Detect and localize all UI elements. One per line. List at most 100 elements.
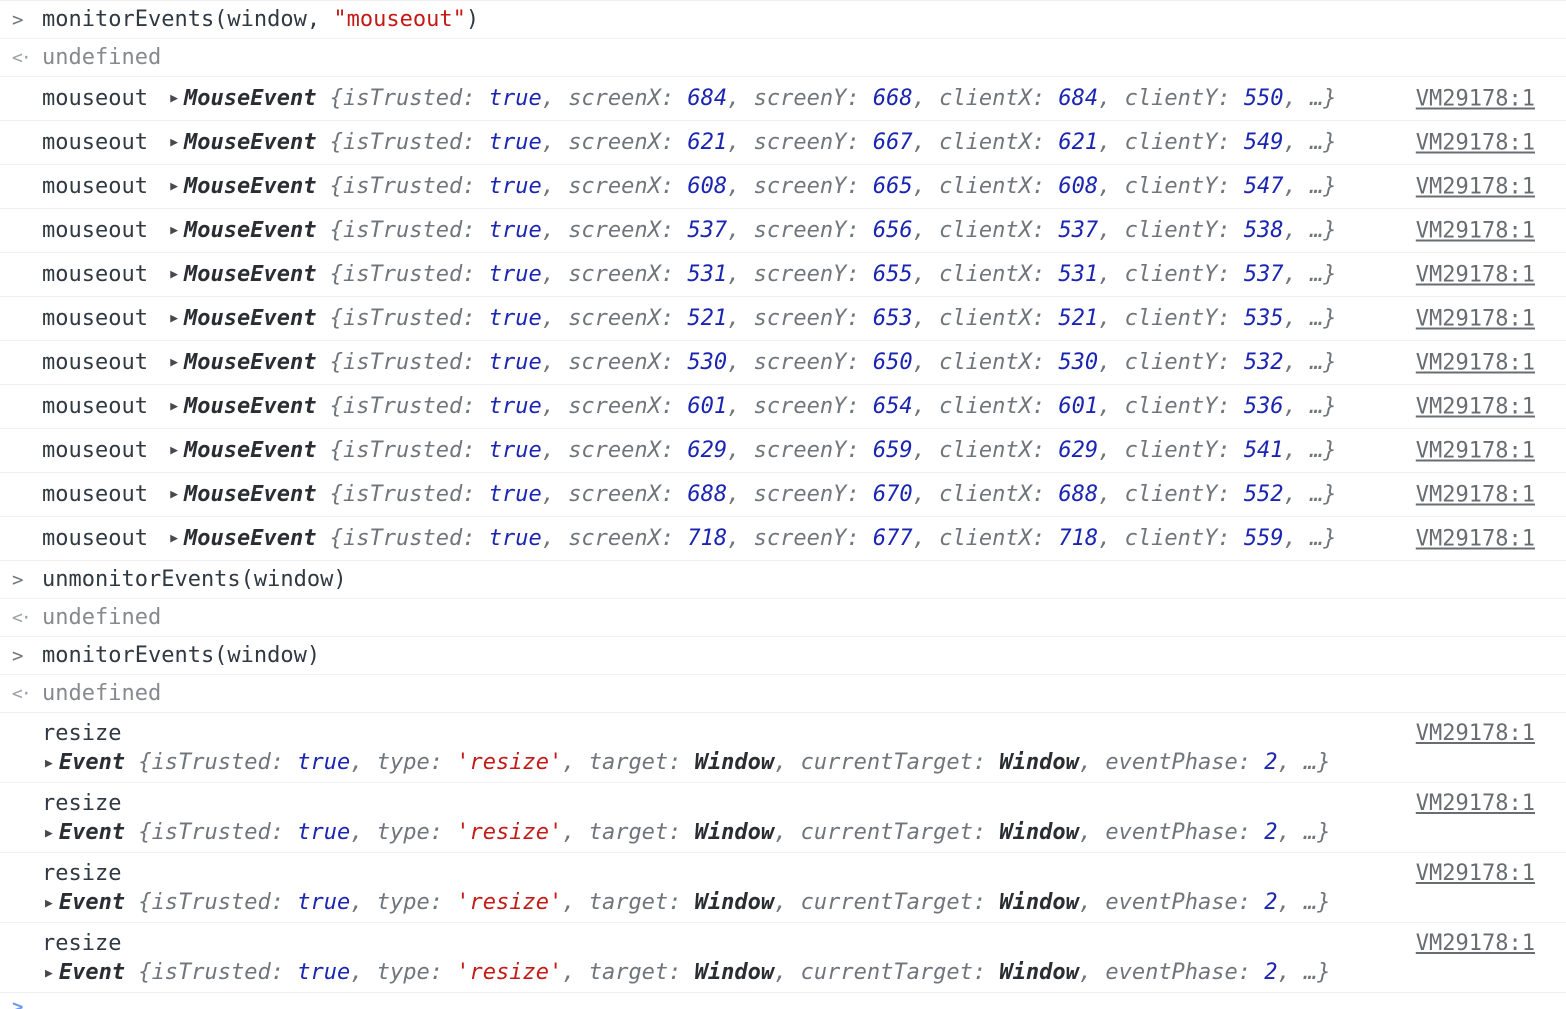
- preview-property-value: 541: [1243, 438, 1284, 463]
- source-link[interactable]: VM29178:1: [1415, 130, 1535, 155]
- command-text: monitorEvents(window, "mouseout"): [42, 7, 479, 32]
- expand-triangle-icon[interactable]: ▶: [170, 399, 179, 414]
- preview-property-value: 531: [1058, 262, 1099, 287]
- preview-property-value: 'resize': [456, 890, 563, 915]
- console-command-row: >unmonitorEvents(window): [0, 560, 1566, 598]
- preview-property-key: eventPhase:: [1105, 890, 1265, 915]
- console-prompt-row-partial[interactable]: >: [0, 992, 1566, 1009]
- preview-separator: ,: [1098, 174, 1125, 199]
- preview-property-key: clientY:: [1124, 86, 1244, 111]
- preview-separator: ,: [1277, 750, 1305, 775]
- source-link[interactable]: VM29178:1: [1415, 791, 1535, 816]
- source-link[interactable]: VM29178:1: [1415, 931, 1535, 956]
- source-link[interactable]: VM29178:1: [1415, 218, 1535, 243]
- preview-separator: ,: [541, 306, 569, 331]
- console-event-row: mouseout ▶MouseEvent {isTrusted: true, s…: [0, 252, 1566, 296]
- preview-separator: ,: [541, 438, 569, 463]
- source-link[interactable]: VM29178:1: [1415, 174, 1535, 199]
- event-label-line: resize: [42, 789, 1566, 818]
- preview-separator: ,: [1098, 350, 1125, 375]
- source-link[interactable]: VM29178:1: [1415, 438, 1535, 463]
- expand-triangle-icon[interactable]: ▶: [170, 135, 179, 150]
- preview-separator: ,: [541, 86, 569, 111]
- event-type-label: mouseout: [42, 174, 162, 199]
- expand-triangle-icon[interactable]: ▶: [45, 826, 53, 841]
- console-prompt-icon: >: [12, 568, 24, 591]
- expand-triangle-icon[interactable]: ▶: [45, 966, 53, 981]
- event-object-preview: Event {isTrusted: true, type: 'resize', …: [59, 960, 1331, 985]
- preview-property-value: 601: [1058, 394, 1099, 419]
- preview-separator: ,: [541, 526, 569, 551]
- expand-triangle-icon[interactable]: ▶: [45, 896, 53, 911]
- preview-property-key: clientY:: [1124, 262, 1244, 287]
- result-value: undefined: [42, 45, 162, 70]
- preview-property-key: clientX:: [939, 130, 1059, 155]
- preview-property-key: screenY:: [753, 130, 873, 155]
- preview-property-key: type:: [376, 750, 457, 775]
- source-link[interactable]: VM29178:1: [1415, 721, 1535, 746]
- preview-property-key: clientX:: [939, 482, 1059, 507]
- event-type-label: resize: [42, 791, 122, 816]
- preview-property-value: 537: [1243, 262, 1284, 287]
- preview-separator: ,: [774, 890, 801, 915]
- source-link[interactable]: VM29178:1: [1415, 86, 1535, 111]
- preview-property-key: eventPhase:: [1105, 820, 1265, 845]
- preview-property-key: clientX:: [939, 394, 1059, 419]
- expand-triangle-icon[interactable]: ▶: [170, 223, 179, 238]
- preview-property-key: clientX:: [939, 86, 1059, 111]
- source-link[interactable]: VM29178:1: [1415, 526, 1535, 551]
- preview-property-value: 656: [872, 218, 913, 243]
- event-type-label: mouseout: [42, 306, 162, 331]
- preview-property-value: 'resize': [456, 820, 563, 845]
- console-event-row: mouseout ▶MouseEvent {isTrusted: true, s…: [0, 472, 1566, 516]
- preview-separator: ,: [562, 960, 589, 985]
- preview-separator: ,: [1283, 350, 1311, 375]
- expand-triangle-icon[interactable]: ▶: [170, 91, 179, 106]
- result-value: undefined: [42, 681, 162, 706]
- preview-property-value: 684: [687, 86, 728, 111]
- preview-property-key: isTrusted:: [343, 262, 489, 287]
- preview-separator: ,: [1277, 960, 1305, 985]
- source-link[interactable]: VM29178:1: [1415, 861, 1535, 886]
- preview-open-brace: {: [329, 482, 343, 507]
- preview-property-key: clientX:: [939, 218, 1059, 243]
- expand-triangle-icon[interactable]: ▶: [170, 355, 179, 370]
- source-link[interactable]: VM29178:1: [1415, 394, 1535, 419]
- expand-triangle-icon[interactable]: ▶: [45, 756, 53, 771]
- event-object-preview: MouseEvent {isTrusted: true, screenX: 52…: [184, 306, 1337, 331]
- expand-triangle-icon[interactable]: ▶: [170, 531, 179, 546]
- preview-property-value: true: [297, 750, 351, 775]
- source-link[interactable]: VM29178:1: [1415, 482, 1535, 507]
- preview-ellipsis: …}: [1310, 262, 1337, 287]
- preview-property-key: screenX:: [568, 526, 688, 551]
- preview-separator: ,: [1283, 482, 1311, 507]
- preview-separator: ,: [350, 890, 377, 915]
- expand-triangle-icon[interactable]: ▶: [170, 443, 179, 458]
- console-event-row: resize▶Event {isTrusted: true, type: 're…: [0, 712, 1566, 782]
- preview-separator: ,: [727, 130, 754, 155]
- console-event-row: mouseout ▶MouseEvent {isTrusted: true, s…: [0, 120, 1566, 164]
- console-event-row: mouseout ▶MouseEvent {isTrusted: true, s…: [0, 164, 1566, 208]
- preview-separator: ,: [1283, 306, 1311, 331]
- preview-property-key: screenY:: [753, 438, 873, 463]
- preview-property-value: 'resize': [456, 750, 563, 775]
- preview-separator: ,: [912, 394, 940, 419]
- preview-open-brace: {: [329, 438, 343, 463]
- preview-property-value: 659: [872, 438, 913, 463]
- event-object-preview: Event {isTrusted: true, type: 'resize', …: [59, 750, 1331, 775]
- event-type-label: mouseout: [42, 218, 162, 243]
- expand-triangle-icon[interactable]: ▶: [170, 179, 179, 194]
- console-event-row: mouseout ▶MouseEvent {isTrusted: true, s…: [0, 428, 1566, 472]
- expand-triangle-icon[interactable]: ▶: [170, 311, 179, 326]
- preview-property-value: 521: [687, 306, 728, 331]
- source-link[interactable]: VM29178:1: [1415, 306, 1535, 331]
- expand-triangle-icon[interactable]: ▶: [170, 267, 179, 282]
- preview-property-value: true: [488, 438, 542, 463]
- source-link[interactable]: VM29178:1: [1415, 350, 1535, 375]
- expand-triangle-icon[interactable]: ▶: [170, 487, 179, 502]
- event-class-name: MouseEvent: [184, 130, 330, 155]
- preview-property-key: screenX:: [568, 262, 688, 287]
- event-object-preview: MouseEvent {isTrusted: true, screenX: 53…: [184, 350, 1337, 375]
- source-link[interactable]: VM29178:1: [1415, 262, 1535, 287]
- preview-property-value: Window: [694, 820, 775, 845]
